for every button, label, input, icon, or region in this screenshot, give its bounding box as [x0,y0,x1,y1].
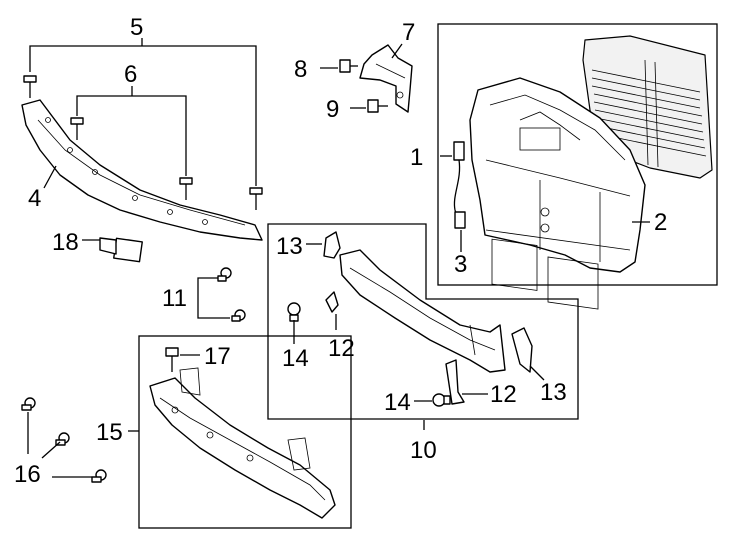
callout-16: 16 [14,461,41,488]
absorber-group-box [267,223,579,420]
callout-15: 15 [96,419,123,446]
pushpin-14 [287,302,451,407]
clip-13 [323,231,533,373]
bolt-icon [165,347,179,372]
callout-13-left: 13 [276,233,303,260]
clip-12 [325,291,465,405]
pushpin-16 [21,397,107,483]
callout-18: 18 [52,229,79,256]
callout-5: 5 [130,14,143,41]
bolt-icon [339,59,388,113]
leader-lines [27,38,650,478]
callout-12-left: 12 [328,335,355,362]
radiator-support [469,77,646,310]
lower-absorber-box [138,335,352,529]
wiring-harness [453,141,466,229]
callout-2: 2 [654,209,667,236]
callout-1: 1 [410,144,423,171]
callout-4: 4 [28,185,41,212]
callout-3: 3 [454,251,467,278]
bracket-7 [359,44,413,113]
callout-12-right: 12 [490,381,517,408]
callout-17: 17 [204,343,231,370]
callout-13-right: 13 [540,379,567,406]
energy-absorber [339,249,506,373]
callout-14-left: 14 [282,345,309,372]
radiator-support-box [437,23,718,286]
callout-11: 11 [162,285,187,312]
sensor-18 [99,237,143,263]
callout-7: 7 [402,19,415,46]
lower-absorber [149,367,336,519]
upper-tie-bar [21,99,263,241]
callout-8: 8 [294,56,307,83]
bolt-icon [23,75,263,210]
callout-14-right: 14 [384,389,411,416]
callout-6: 6 [124,61,137,88]
callout-10: 10 [410,437,437,464]
callout-9: 9 [326,96,339,123]
clip-11 [217,267,246,322]
